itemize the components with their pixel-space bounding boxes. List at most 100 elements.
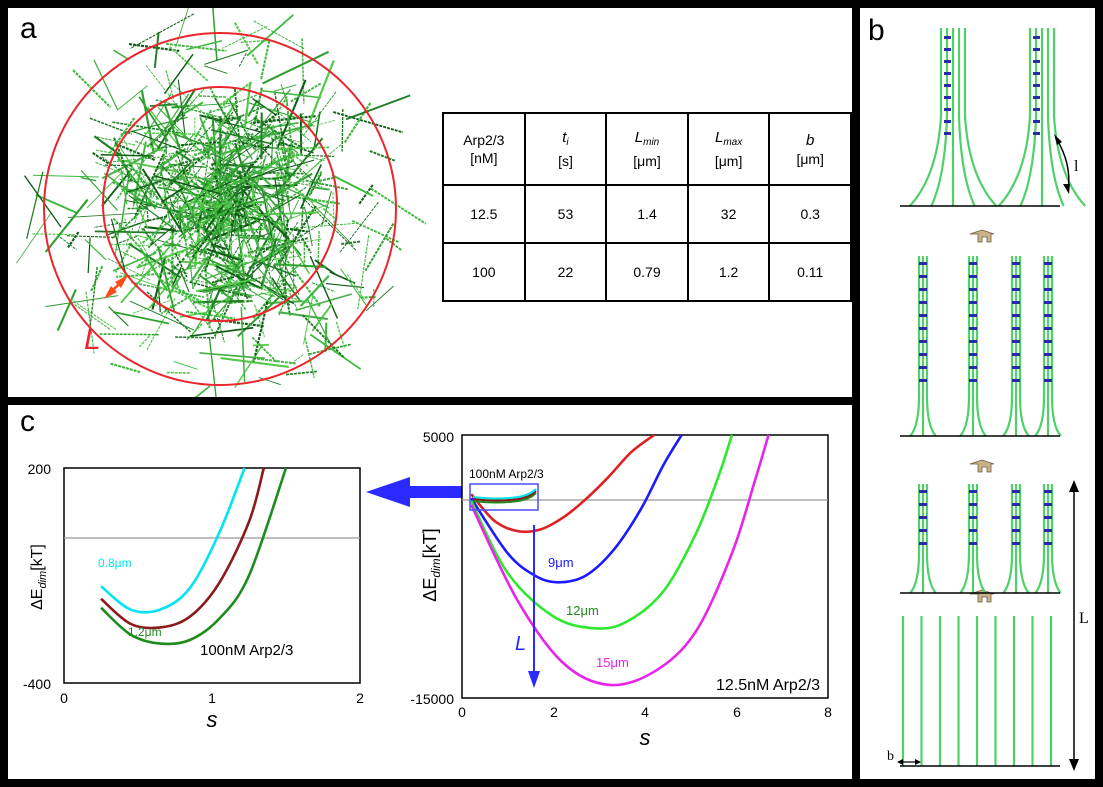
actin-filament <box>233 22 259 65</box>
actin-filament <box>145 64 178 107</box>
actin-filament <box>153 174 221 195</box>
actin-filament <box>221 298 230 315</box>
right-ytick-5000: 5000 <box>423 429 454 445</box>
actin-filament <box>203 269 226 285</box>
actin-filament <box>324 322 328 353</box>
actin-filament <box>211 189 245 236</box>
actin-filament <box>140 248 169 292</box>
actin-filament <box>160 187 184 204</box>
actin-filament <box>145 190 149 222</box>
actin-filament <box>110 362 141 374</box>
actin-filament <box>193 297 217 334</box>
panel-a-label: a <box>20 12 37 45</box>
actin-filament <box>253 20 305 50</box>
actin-filament <box>260 211 290 240</box>
header-lmin: Lmin[μm] <box>605 112 689 186</box>
actin-filament <box>220 356 289 368</box>
actin-filament <box>93 135 122 157</box>
actin-filament <box>89 266 98 328</box>
actin-filament <box>155 99 222 119</box>
left-xtick-0: 0 <box>60 690 68 706</box>
actin-filament <box>56 289 77 332</box>
actin-filament <box>175 8 189 48</box>
actin-filament <box>117 158 180 173</box>
actin-filament <box>246 14 294 57</box>
actin-filament <box>110 244 149 246</box>
actin-filament <box>126 180 161 193</box>
actin-filament <box>262 50 330 85</box>
actin-filament <box>244 170 289 220</box>
actin-filament <box>105 219 150 237</box>
actin-filament <box>147 106 179 146</box>
actin-filament <box>204 65 228 74</box>
right-xtick-0: 0 <box>458 704 466 720</box>
header-arp: Arp2/3[nM] <box>442 112 526 186</box>
actin-filament <box>313 111 321 151</box>
actin-filament <box>132 93 172 156</box>
actin-filament <box>237 228 247 289</box>
actin-filament <box>226 199 254 261</box>
L-arrow-label: L <box>515 633 526 655</box>
actin-filament <box>128 194 177 231</box>
actin-filament <box>271 238 278 268</box>
actin-filament <box>357 184 374 206</box>
right-plot: 100nM Arp2/3 L 5000 -15000 0 2 4 6 8 s Δ… <box>410 429 832 750</box>
series-line-0 <box>100 467 246 614</box>
actin-filament <box>166 371 191 374</box>
actin-filament <box>252 97 276 116</box>
actin-filament <box>261 187 273 239</box>
actin-filament <box>209 86 237 139</box>
actin-filament <box>171 104 190 109</box>
actin-filament <box>252 343 269 347</box>
actin-filament <box>212 8 218 62</box>
actin-filament <box>100 154 154 157</box>
actin-filament <box>247 183 284 202</box>
actin-filament <box>205 257 251 279</box>
actin-filament <box>250 222 263 281</box>
actin-filament <box>80 170 118 211</box>
actin-filament <box>233 154 289 186</box>
actin-filament <box>166 277 181 299</box>
curve-label-12um: 12μm <box>566 603 599 618</box>
actin-filament <box>96 136 136 146</box>
actin-filament <box>285 227 308 233</box>
actin-filament <box>164 255 212 282</box>
actin-filament <box>206 248 244 263</box>
outer-boundary-circle <box>43 32 397 386</box>
actin-filament <box>165 70 175 99</box>
actin-filament <box>357 235 370 310</box>
actin-filament <box>112 311 170 325</box>
left-plot: 200 -400 0 1 2 s ΔEdim[kT] 100nM Arp2/3 … <box>23 461 364 732</box>
actin-filament <box>211 184 229 198</box>
actin-filament <box>268 235 272 303</box>
actin-filament <box>260 89 322 99</box>
actin-filament <box>295 293 352 312</box>
actin-filament <box>301 38 305 104</box>
actin-filament <box>213 284 252 307</box>
actin-filament <box>247 237 309 254</box>
actin-filament <box>273 173 295 181</box>
actin-filament <box>136 243 201 269</box>
inset-label: 100nM Arp2/3 <box>469 467 544 481</box>
actin-filament <box>180 157 196 193</box>
actin-filament <box>248 286 298 297</box>
actin-filament <box>84 238 107 261</box>
actin-filament <box>188 154 218 173</box>
actin-filament <box>86 170 124 209</box>
actin-filament <box>203 149 263 177</box>
actin-filament <box>197 196 265 221</box>
actin-filament <box>45 295 119 308</box>
actin-filament <box>199 114 268 135</box>
actin-filament <box>277 247 322 307</box>
actin-filament <box>160 295 191 315</box>
actin-filament <box>274 84 297 92</box>
actin-filament <box>198 158 220 216</box>
actin-filament <box>23 175 62 228</box>
actin-filament <box>157 107 208 159</box>
actin-filament <box>157 246 176 311</box>
actin-filament <box>117 85 148 111</box>
l-label: l <box>1074 158 1079 175</box>
actin-filament <box>325 283 365 289</box>
actin-filament <box>252 357 296 365</box>
inset-curve <box>472 492 537 504</box>
